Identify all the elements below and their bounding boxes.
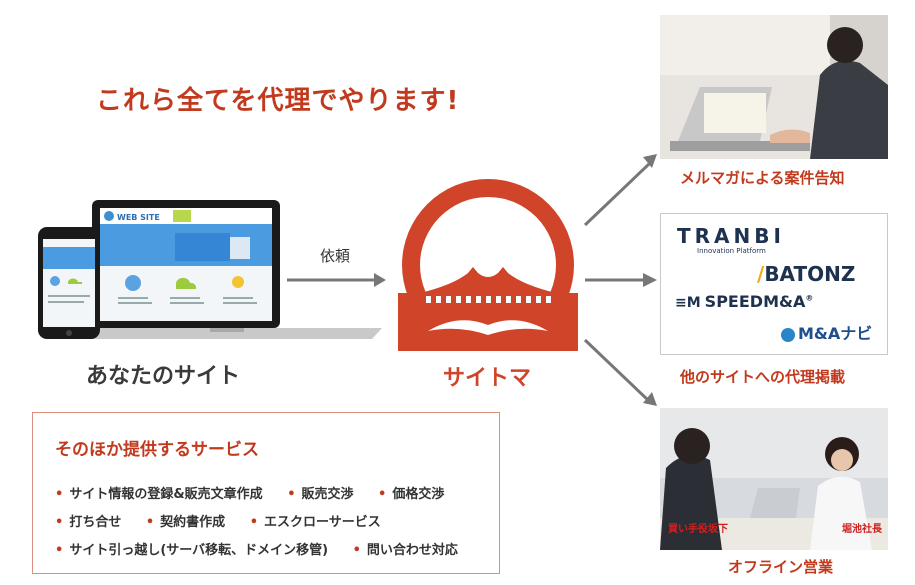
request-arrow: [287, 273, 386, 287]
service-item: •サイト引っ越し(サーバ移転、ドメイン移管): [55, 543, 329, 558]
service-item: •販売交渉: [287, 487, 354, 502]
devices-illustration: WEB SITE: [38, 200, 382, 339]
site-label: あなたのサイト: [86, 364, 241, 389]
service-item: •契約書作成: [145, 515, 226, 530]
ma-navi-text: M&Aナビ: [798, 324, 873, 343]
services-row: •打ち合せ •契約書作成 •エスクローサービス: [55, 511, 401, 530]
service-item: •問い合わせ対応: [352, 543, 458, 558]
buyer-tag: 買い手役坂下: [668, 524, 728, 535]
brand-label: サイトマ: [443, 366, 532, 391]
tranbi-subtitle: Innovation Platform: [697, 247, 766, 255]
offline-sales-photo: [660, 408, 888, 550]
screen-title: WEB SITE: [117, 213, 160, 222]
batonz-text: BATONZ: [764, 262, 856, 286]
output-caption-newsletter: メルマガによる案件告知: [680, 169, 845, 187]
services-title: そのほか提供するサービス: [55, 440, 259, 460]
service-item: •価格交渉: [378, 487, 445, 502]
newsletter-photo: [660, 15, 888, 159]
tranbi-logo: TRANBI: [677, 224, 785, 248]
ma-navi-logo: M&Aナビ: [781, 320, 872, 344]
batonz-logo: /BATONZ: [757, 262, 856, 286]
output-caption-offline: オフライン営業: [728, 558, 834, 576]
output-caption-partner-sites: 他のサイトへの代理掲載: [680, 368, 846, 386]
request-label: 依頼: [320, 247, 351, 265]
other-services-box: そのほか提供するサービス •サイト情報の登録&販売文章作成 •販売交渉 •価格交…: [32, 412, 500, 574]
ceo-tag: 堀池社長: [842, 524, 882, 535]
saitoma-logo: [398, 179, 578, 355]
headline: これら全てを代理でやります!: [96, 86, 460, 116]
service-item: •打ち合せ: [55, 515, 122, 530]
speed-ma-reg: ®: [805, 293, 814, 303]
output-arrows: [583, 154, 657, 406]
services-row: •サイト情報の登録&販売文章作成 •販売交渉 •価格交渉: [55, 483, 464, 502]
speed-ma-text: SPEEDM&A: [704, 292, 806, 311]
services-row: •サイト引っ越し(サーバ移転、ドメイン移管) •問い合わせ対応: [55, 539, 478, 558]
service-item: •サイト情報の登録&販売文章作成: [55, 487, 263, 502]
service-item: •エスクローサービス: [249, 515, 381, 530]
